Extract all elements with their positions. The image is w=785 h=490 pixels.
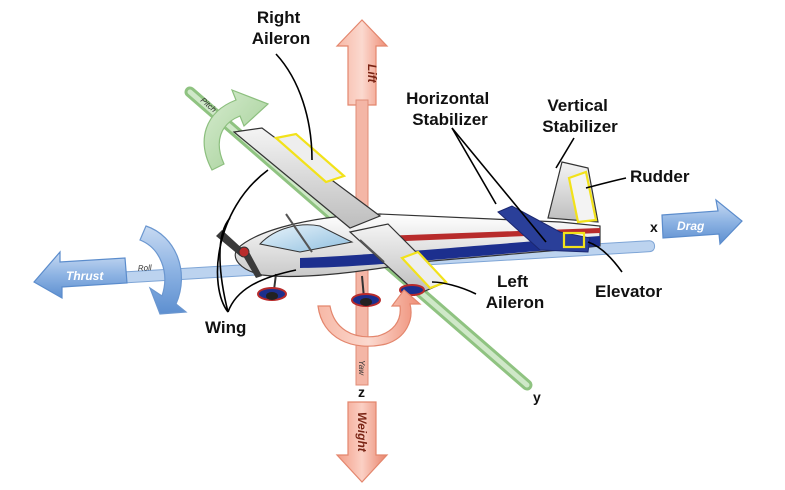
right-wing [232, 127, 382, 229]
wing-label: Wing [205, 318, 246, 337]
right-aileron-highlight [273, 132, 347, 184]
weight-label: Weight [355, 412, 369, 453]
yaw-rotation-arrow [317, 289, 422, 347]
canopy [259, 224, 354, 253]
vertical-stabilizer-label: Vertical Stabilizer [542, 96, 618, 136]
left-aileron-highlight [400, 250, 448, 290]
y-axis-letter: y [533, 389, 541, 405]
x-axis-letter: x [650, 219, 658, 235]
horizontal-stabilizer [497, 205, 591, 253]
yaw-axis-label: Yaw [357, 360, 366, 376]
rudder-highlight [567, 170, 598, 224]
rudder-label: Rudder [630, 167, 690, 186]
elevator-highlight [562, 231, 586, 249]
lift-label: Lift [365, 64, 379, 84]
horizontal-stabilizer-label: Horizontal Stabilizer [406, 89, 494, 129]
elevator-label: Elevator [595, 282, 662, 301]
drag-label: Drag [677, 219, 705, 233]
airplane [216, 127, 601, 307]
left-aileron-label: Left Aileron [486, 272, 545, 312]
z-axis-letter: z [358, 384, 365, 400]
component-labels: Right Aileron Horizontal Stabilizer Vert… [205, 8, 690, 337]
weight-arrow: Weight [335, 401, 389, 483]
drag-arrow: Drag [661, 198, 743, 246]
roll-axis-label: Roll [138, 263, 153, 273]
pitch-rotation-arrow [203, 88, 270, 171]
roll-rotation-arrow [139, 225, 188, 315]
thrust-arrow: Thrust [33, 250, 128, 300]
lift-arrow: Lift [335, 19, 389, 106]
thrust-label: Thrust [66, 269, 104, 283]
right-aileron-label: Right Aileron [252, 8, 311, 48]
leader-lines [216, 53, 627, 313]
